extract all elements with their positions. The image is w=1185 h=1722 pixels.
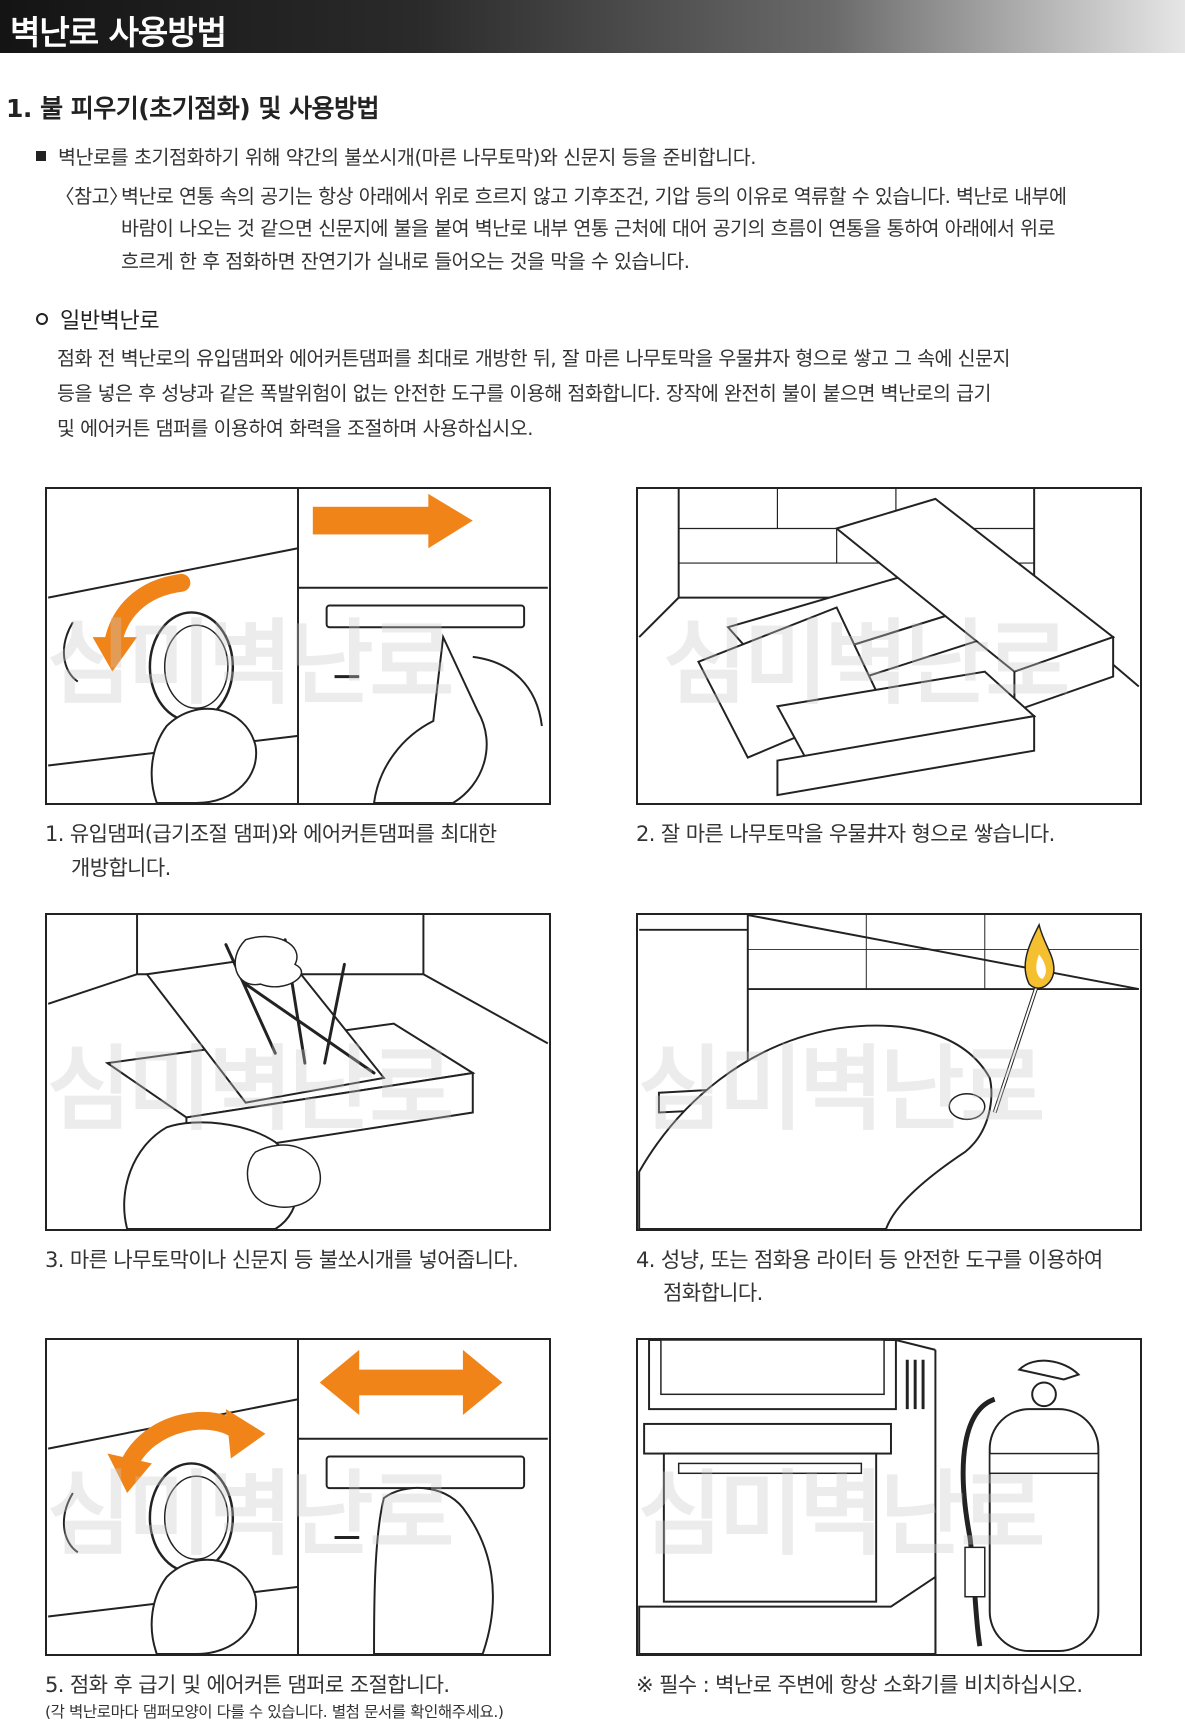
step1-caption-cont: 개방합니다.: [71, 856, 171, 880]
note-line: 벽난로 연통 속의 공기는 항상 아래에서 위로 흐르지 않고 기후조건, 기압…: [121, 185, 1067, 208]
step5-caption: 5. 점화 후 급기 및 에어커튼 댐퍼로 조절합니다.: [45, 1673, 450, 1697]
page-title: 벽난로 사용방법: [10, 13, 227, 52]
step2-drawing: [638, 489, 1140, 797]
step2-caption: 2. 잘 마른 나무토막을 우물井자 형으로 쌓습니다.: [636, 822, 1055, 846]
section-title: 1. 불 피우기(초기점화) 및 사용방법: [6, 94, 380, 123]
step5-drawing: [47, 1340, 548, 1654]
note-line: 바람이 나오는 것 같으면 신문지에 불을 붙여 벽난로 내부 연통 근처에 대…: [121, 217, 1056, 240]
step1-illustration: 심미벽난로: [45, 487, 551, 805]
bullet-circle-icon: [36, 313, 48, 325]
step4-caption-cont: 점화합니다.: [663, 1281, 763, 1305]
step5-caption-note: (각 벽난로마다 댐퍼모양이 다를 수 있습니다. 별첨 문서를 확인해주세요.…: [45, 1703, 504, 1721]
step3-drawing: [47, 915, 549, 1229]
step2-illustration: 심미벽난로: [636, 487, 1142, 805]
step6-illustration: 심미벽난로: [636, 1338, 1142, 1656]
step3-caption: 3. 마른 나무토막이나 신문지 등 불쏘시개를 넣어줍니다.: [45, 1248, 519, 1272]
step1-drawing: [47, 489, 548, 803]
intro-bullet: 벽난로를 초기점화하기 위해 약간의 불쏘시개(마른 나무토막)와 신문지 등을…: [36, 141, 756, 170]
step6-drawing: [638, 1340, 1100, 1654]
step4-illustration: 심미벽난로: [636, 913, 1142, 1231]
general-line: 점화 전 벽난로의 유입댐퍼와 에어커튼댐퍼를 최대로 개방한 뒤, 잘 마른 …: [57, 347, 1011, 370]
step4-caption: 4. 성냥, 또는 점화용 라이터 등 안전한 도구를 이용하여: [636, 1248, 1103, 1272]
note-line: 흐르게 한 후 점화하면 잔연기가 실내로 들어오는 것을 막을 수 있습니다.: [121, 250, 690, 273]
step6-caption: ※ 필수 : 벽난로 주변에 항상 소화기를 비치하십시오.: [636, 1673, 1083, 1697]
general-title-text: 일반벽난로: [60, 309, 160, 334]
general-line: 등을 넣은 후 성냥과 같은 폭발위험이 없는 안전한 도구를 이용해 점화합니…: [57, 382, 992, 405]
step3-illustration: 심미벽난로: [45, 913, 551, 1231]
general-line: 및 에어커튼 댐퍼를 이용하여 화력을 조절하며 사용하십시오.: [57, 417, 533, 440]
header-bar: 벽난로 사용방법: [0, 0, 1185, 53]
step4-drawing: [638, 915, 1140, 1229]
step5-illustration: 심미벽난로: [45, 1338, 551, 1656]
intro-bullet-text: 벽난로를 초기점화하기 위해 약간의 불쏘시개(마른 나무토막)와 신문지 등을…: [58, 146, 757, 169]
note-label: 〈참고〉: [55, 185, 129, 208]
general-title: 일반벽난로: [36, 303, 160, 335]
step1-caption: 1. 유입댐퍼(급기조절 댐퍼)와 에어커튼댐퍼를 최대한: [45, 822, 497, 846]
bullet-square-icon: [36, 151, 46, 161]
